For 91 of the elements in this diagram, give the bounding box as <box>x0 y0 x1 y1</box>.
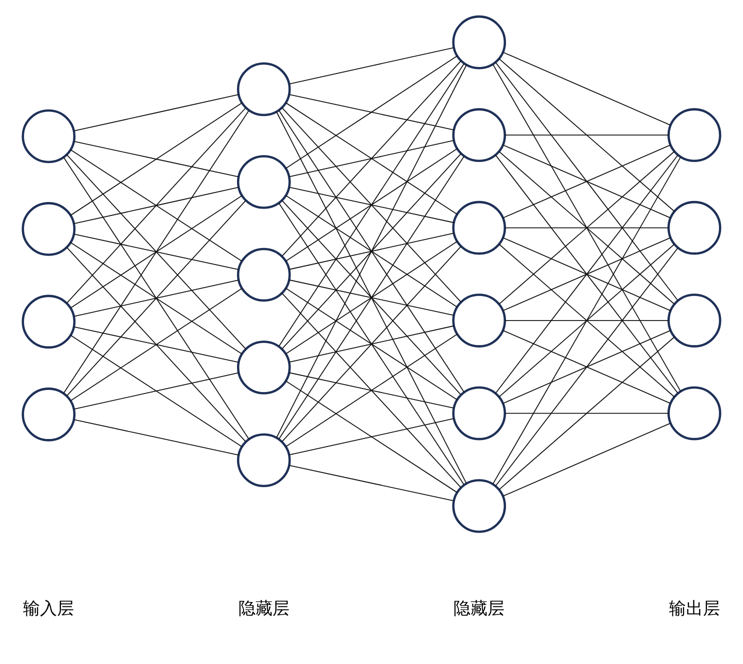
connector <box>282 60 462 257</box>
connector <box>285 195 458 308</box>
label: 隐藏层 <box>238 599 290 620</box>
connector <box>502 144 671 218</box>
connector <box>289 47 454 84</box>
connector <box>285 380 458 493</box>
connector <box>278 63 464 347</box>
connector <box>492 156 682 484</box>
connector <box>70 149 242 262</box>
connector <box>498 58 675 212</box>
label: 输入层 <box>23 599 74 620</box>
connector <box>278 110 464 392</box>
connector <box>289 232 454 270</box>
connector <box>278 202 464 486</box>
connector <box>502 237 671 312</box>
connector <box>66 200 246 396</box>
label: 输出层 <box>668 599 720 620</box>
connector <box>285 148 458 262</box>
connector <box>66 108 246 304</box>
connector <box>498 151 675 305</box>
connector <box>285 288 458 400</box>
connector <box>504 412 669 414</box>
node-circle <box>452 386 506 440</box>
connector <box>289 418 454 456</box>
node-circle <box>236 433 291 488</box>
connector <box>285 241 458 354</box>
connector <box>276 64 467 438</box>
connector <box>70 288 242 402</box>
connector <box>502 52 671 126</box>
node-circle <box>452 479 506 533</box>
connector <box>74 280 240 317</box>
connector <box>74 372 240 410</box>
connector <box>504 227 669 228</box>
connector <box>495 154 678 394</box>
connector <box>70 242 242 354</box>
connector <box>282 292 462 488</box>
node-circle <box>22 202 76 256</box>
connector <box>282 153 462 350</box>
node-circle <box>22 109 76 164</box>
connector <box>289 465 454 502</box>
connector <box>289 325 454 363</box>
connector <box>289 372 454 409</box>
connector <box>502 330 671 404</box>
node-circle <box>22 294 76 349</box>
connector <box>285 334 458 448</box>
node-circle <box>236 248 291 302</box>
connector <box>289 94 454 130</box>
node-circle <box>667 108 722 162</box>
connector <box>492 64 682 392</box>
connector <box>282 246 462 442</box>
node-circle <box>667 386 722 440</box>
connector <box>504 320 669 321</box>
connector <box>504 134 669 136</box>
label: 隐藏层 <box>454 599 505 620</box>
connector <box>289 140 454 178</box>
connector <box>74 186 240 224</box>
connector <box>495 62 678 301</box>
connector <box>66 154 246 350</box>
connector <box>74 234 240 270</box>
node-circle <box>452 15 506 70</box>
connector <box>502 422 671 497</box>
connector <box>70 195 242 308</box>
connector <box>498 244 675 398</box>
node-circle <box>22 388 76 442</box>
node-circle <box>236 340 291 394</box>
node-circle <box>667 200 722 255</box>
connector <box>285 56 458 169</box>
connector <box>289 280 454 316</box>
node-circle <box>667 294 722 348</box>
connector <box>70 102 242 216</box>
connector <box>63 157 250 440</box>
connector <box>495 248 678 486</box>
connector <box>282 200 462 396</box>
node-circle <box>452 108 506 162</box>
connector <box>278 156 464 440</box>
connector <box>282 107 462 302</box>
node-circle <box>452 294 506 348</box>
connector <box>74 326 240 363</box>
node-circle <box>452 200 506 255</box>
node-circle <box>236 155 291 209</box>
connector <box>276 112 467 484</box>
connector <box>74 141 240 178</box>
connector <box>74 419 240 456</box>
connector <box>289 186 454 224</box>
node-circle <box>236 62 291 116</box>
connector <box>70 334 242 448</box>
connector <box>74 94 240 132</box>
connector <box>63 110 250 394</box>
connector <box>66 247 246 442</box>
connector <box>498 336 675 490</box>
connector <box>285 102 458 215</box>
